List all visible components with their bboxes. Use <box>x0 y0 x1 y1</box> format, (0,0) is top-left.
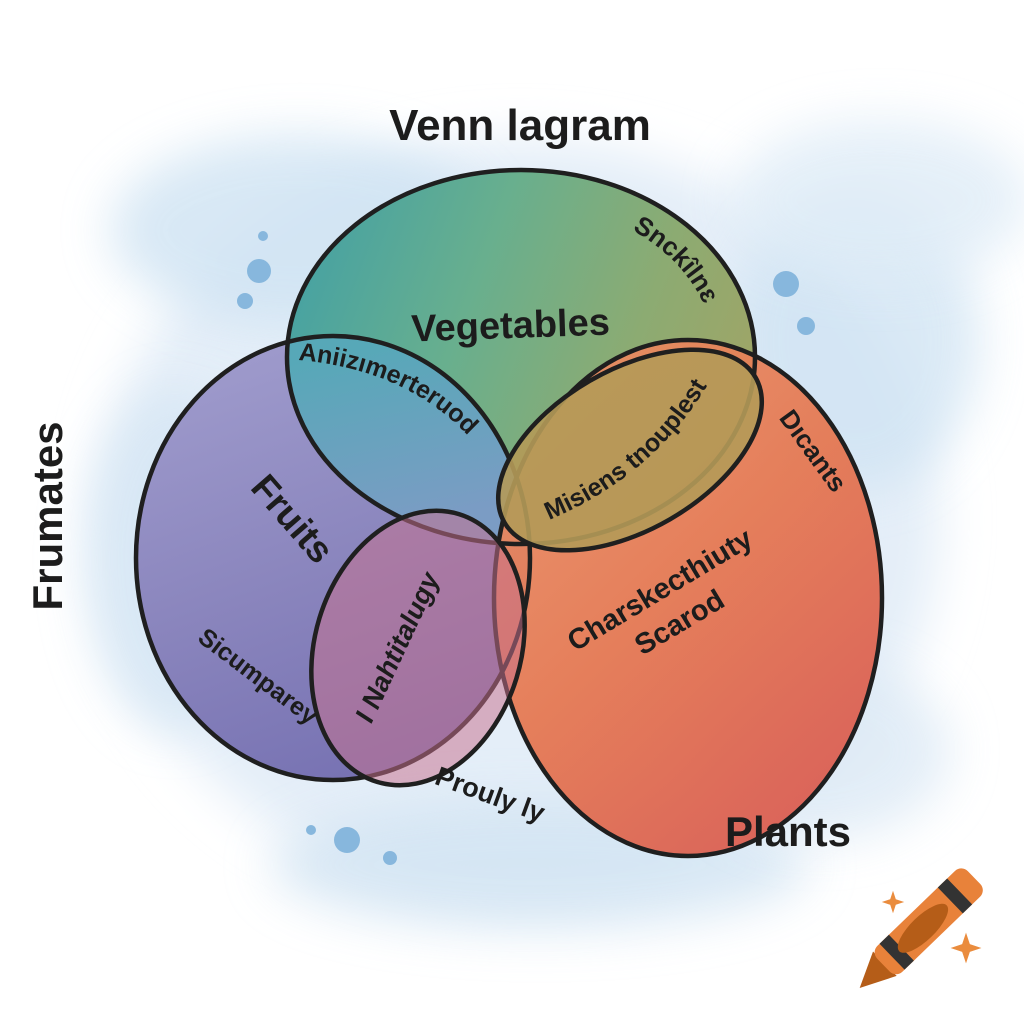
crayon-oval <box>897 903 949 953</box>
background-dot <box>383 851 397 865</box>
background-wash-blob <box>730 120 1024 280</box>
plants-label: Plants <box>725 808 851 855</box>
background-dot <box>258 231 268 241</box>
vegetables-label: Vegetables <box>411 302 611 351</box>
fruits-outline <box>133 333 533 783</box>
crayon-icon <box>859 868 983 988</box>
diagram-title: Venn lagram <box>389 101 651 150</box>
nahtitalugy-ellipse <box>309 508 527 788</box>
crayon-tip <box>859 951 897 988</box>
background-dot <box>773 271 799 297</box>
background-dot <box>797 317 815 335</box>
background-dot <box>334 827 360 853</box>
vegetables-fruits-overlap <box>287 336 530 544</box>
background-dot <box>237 293 253 309</box>
sparkle-icon <box>881 890 905 914</box>
sparkle-icon <box>950 932 982 964</box>
background-dot <box>306 825 316 835</box>
misiens-ellipse <box>495 347 765 553</box>
crayon-stripe <box>879 934 914 970</box>
background-dots <box>237 231 815 865</box>
crayon-logo <box>859 868 983 988</box>
side-label: Frumates <box>24 421 71 610</box>
background-dot <box>247 259 271 283</box>
crayon-stripe <box>937 878 973 914</box>
